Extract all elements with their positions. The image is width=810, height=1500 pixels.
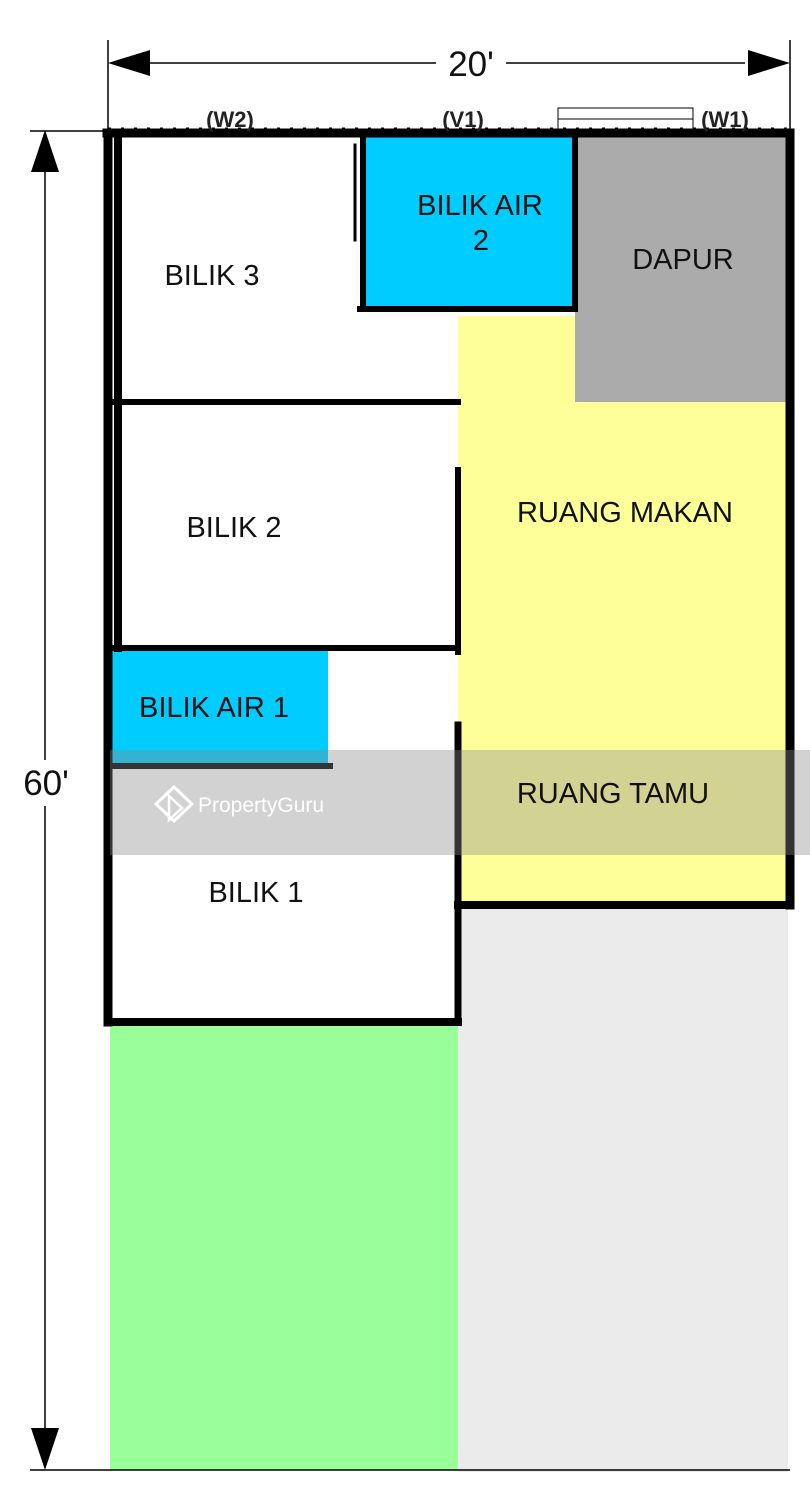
propertyguru-logo-icon bbox=[153, 784, 195, 824]
length-label: 60' bbox=[23, 764, 69, 803]
bathroom-2-area bbox=[363, 137, 575, 309]
room-label-bilik-1: BILIK 1 bbox=[208, 877, 303, 909]
room-label-bilik-2: BILIK 2 bbox=[186, 512, 281, 544]
room-label-ruang-tamu: RUANG TAMU bbox=[517, 778, 709, 810]
walls bbox=[102, 128, 795, 1027]
width-label: 20' bbox=[448, 45, 494, 84]
watermark-band bbox=[110, 750, 810, 855]
length-dimension: 60' bbox=[15, 130, 108, 1471]
window-w1-label: (W1) bbox=[701, 107, 749, 132]
room-label-bilik-air-2-line2: 2 bbox=[473, 225, 489, 257]
watermark-text: PropertyGuru bbox=[198, 794, 324, 817]
room-label-bilik-air-1: BILIK AIR 1 bbox=[139, 692, 289, 724]
arrow-left-icon bbox=[108, 50, 150, 76]
arrow-right-icon bbox=[748, 50, 790, 76]
garden-area bbox=[110, 1022, 458, 1470]
bathroom-1-area bbox=[110, 650, 328, 765]
arrow-down-icon bbox=[31, 1428, 59, 1470]
arrow-up-icon bbox=[31, 130, 59, 172]
window-w2-label: (W2) bbox=[206, 107, 254, 132]
room-label-bilik-air-2-line1: BILIK AIR bbox=[417, 190, 543, 222]
room-label-dapur: DAPUR bbox=[632, 244, 734, 276]
porch-area bbox=[458, 905, 788, 1472]
width-dimension: 20' bbox=[107, 40, 791, 130]
kitchen-area bbox=[575, 137, 790, 402]
dining-living-area bbox=[458, 316, 790, 905]
window-markers: (W2) (V1) (W1) bbox=[108, 107, 790, 132]
room-label-ruang-makan: RUANG MAKAN bbox=[517, 497, 733, 529]
room-label-bilik-3: BILIK 3 bbox=[164, 260, 259, 292]
window-v1-label: (V1) bbox=[442, 107, 484, 132]
